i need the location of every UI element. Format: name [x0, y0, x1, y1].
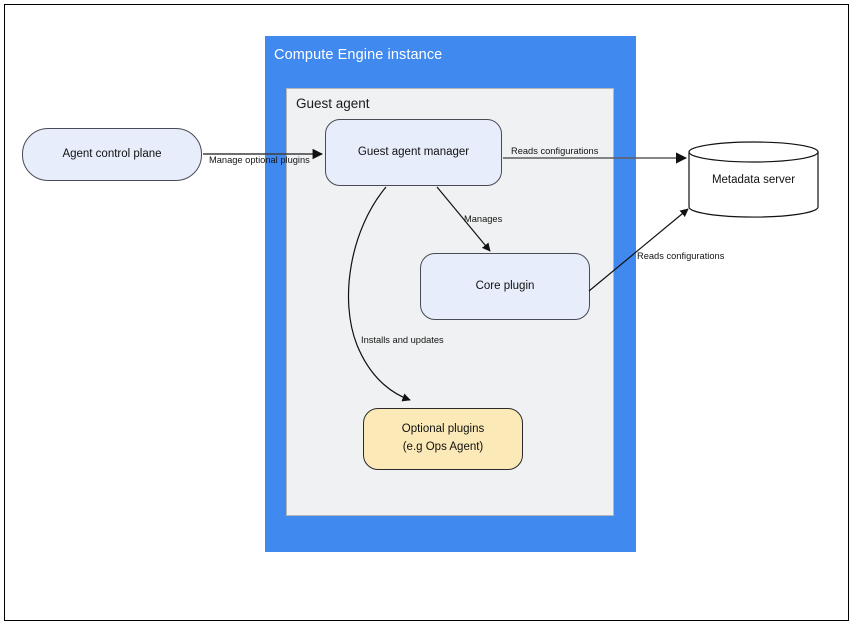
- edge-label-installs-and-updates: Installs and updates: [361, 335, 444, 345]
- node-agent-control-plane[interactable]: Agent control plane: [22, 128, 202, 181]
- node-core-plugin-label: Core plugin: [475, 279, 535, 292]
- node-optional-plugins[interactable]: Optional plugins (e.g Ops Agent): [363, 408, 523, 470]
- compute-engine-instance-label: Compute Engine instance: [274, 47, 443, 63]
- edge-label-manage-optional-plugins: Manage optional plugins: [209, 155, 310, 165]
- node-optional-plugins-label-line1: Optional plugins: [401, 423, 485, 436]
- edge-label-reads-configurations-bottom: Reads configurations: [637, 251, 725, 261]
- node-guest-agent-manager[interactable]: Guest agent manager: [325, 119, 502, 186]
- node-metadata-server[interactable]: Metadata server: [688, 141, 819, 218]
- node-core-plugin[interactable]: Core plugin: [420, 253, 590, 320]
- edge-label-reads-configurations-top: Reads configurations: [511, 146, 599, 156]
- node-agent-control-plane-label: Agent control plane: [62, 147, 162, 160]
- guest-agent-label: Guest agent: [296, 96, 370, 111]
- cylinder-icon: [688, 141, 819, 218]
- node-guest-agent-manager-label: Guest agent manager: [357, 145, 470, 158]
- edge-label-manages: Manages: [464, 214, 503, 224]
- node-optional-plugins-label-line2: (e.g Ops Agent): [402, 441, 484, 453]
